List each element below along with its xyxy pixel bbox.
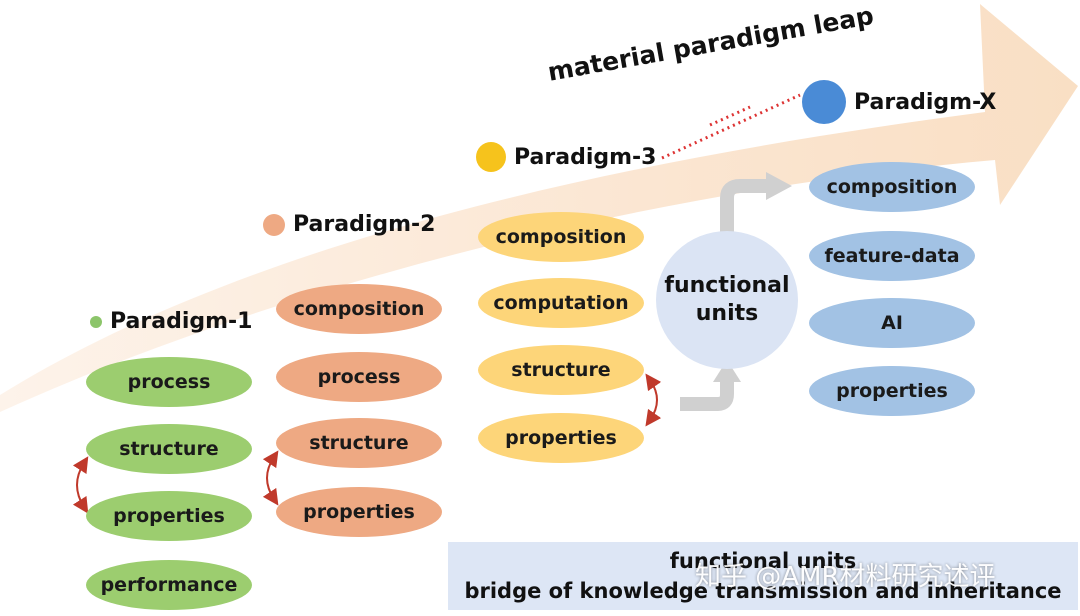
functional-units-line1: functional <box>664 273 790 298</box>
grey-arrow-low <box>680 378 734 411</box>
paradigm-1-dot <box>90 315 102 328</box>
px-properties: properties <box>809 366 975 416</box>
px-ai: AI <box>809 298 975 348</box>
red-double-arrow-1 <box>72 456 89 514</box>
p1-properties: properties <box>86 491 252 541</box>
paradigm-3-text: Paradigm-3 <box>514 144 657 170</box>
grey-arrow-up <box>720 179 770 240</box>
paradigm-x-label: Paradigm-X <box>802 80 996 124</box>
p2-structure: structure <box>276 418 442 468</box>
p3-computation: computation <box>478 278 644 328</box>
px-feature-data: feature-data <box>809 231 975 281</box>
paradigm-1-label: Paradigm-1 <box>90 309 252 334</box>
paradigm-3-label: Paradigm-3 <box>476 142 656 172</box>
p1-process: process <box>86 357 252 407</box>
leap-arrow <box>0 4 1078 412</box>
functional-units-line2: units <box>695 301 759 326</box>
p1-performance: performance <box>86 560 252 610</box>
dotted-link <box>661 93 801 160</box>
banner-line2: bridge of knowledge transmission and inh… <box>464 579 1062 603</box>
paradigm-1-text: Paradigm-1 <box>110 309 253 334</box>
paradigm-2-dot <box>263 213 285 236</box>
p1-structure: structure <box>86 424 252 474</box>
p2-properties: properties <box>276 487 442 537</box>
paradigm-2-label: Paradigm-2 <box>263 212 435 237</box>
px-composition: composition <box>809 162 975 212</box>
bottom-banner: functional units bridge of knowledge tra… <box>448 542 1078 610</box>
p2-composition: composition <box>276 284 442 334</box>
functional-units-circle: functional units <box>656 231 798 369</box>
p3-composition: composition <box>478 212 644 262</box>
red-double-arrow-3 <box>645 373 662 427</box>
dotted-link-2 <box>709 105 751 127</box>
watermark: 知乎 @AMR材料研究述评 <box>695 562 996 592</box>
p2-process: process <box>276 352 442 402</box>
paradigm-x-text: Paradigm-X <box>854 89 997 115</box>
red-double-arrow-2 <box>262 450 279 506</box>
paradigm-2-text: Paradigm-2 <box>293 212 436 237</box>
p3-properties: properties <box>478 413 644 463</box>
banner-line1: functional units <box>669 549 857 573</box>
p3-structure: structure <box>478 345 644 395</box>
paradigm-3-dot <box>476 142 506 172</box>
paradigm-x-dot <box>802 80 846 124</box>
